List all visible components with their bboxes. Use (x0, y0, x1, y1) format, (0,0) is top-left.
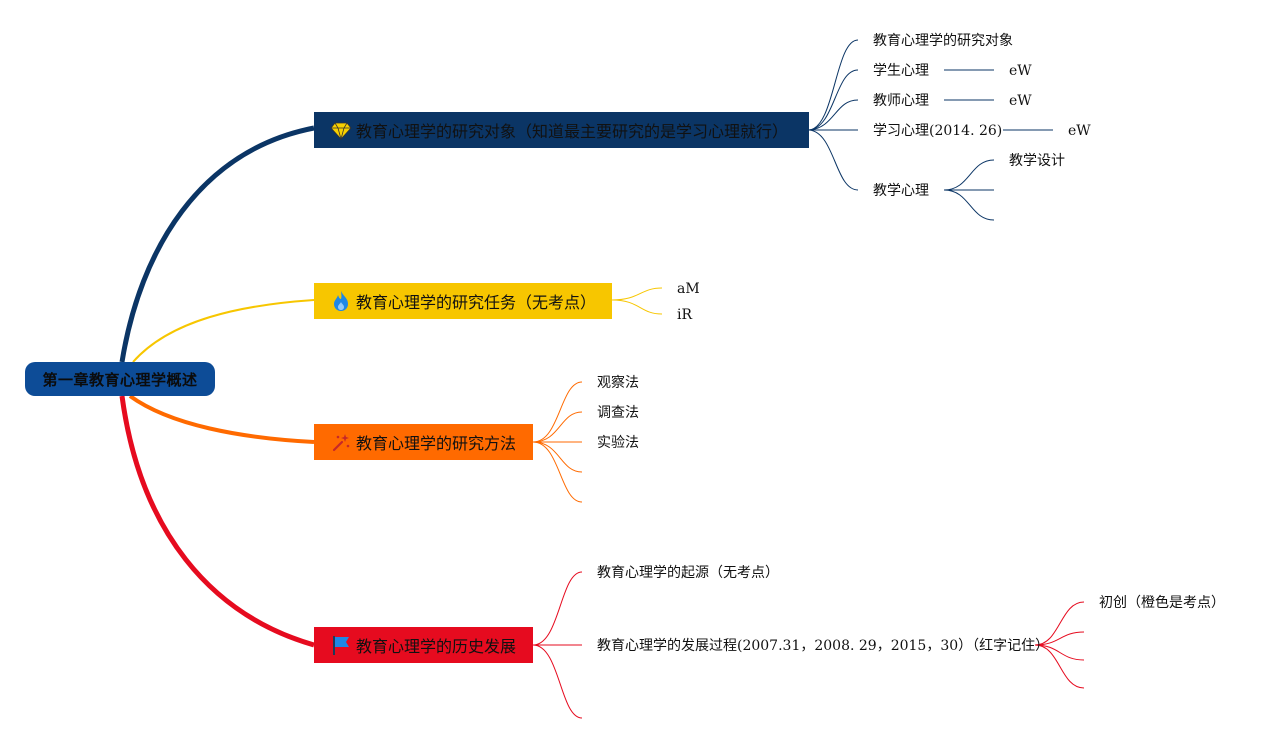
subtopic-label[interactable]: 教师心理 (873, 93, 929, 109)
topic-label: 教育心理学的历史发展 (356, 637, 517, 656)
topic-research-method[interactable]: 教育心理学的研究方法 (314, 424, 533, 460)
root-link-3 (128, 394, 315, 444)
sparkle-icon (330, 431, 352, 453)
subtopic-label[interactable]: 教育心理学的发展过程(2007.31，2008. 29，2015，30）（红字记… (597, 638, 1050, 654)
diamond-icon (330, 119, 352, 141)
topic1-children-links (808, 39, 1053, 221)
subtopic-label[interactable]: 教育心理学的研究对象 (873, 33, 1013, 49)
root-topic-label: 第一章教育心理学概述 (42, 370, 198, 389)
subtopic-label[interactable]: 学生心理 (873, 63, 929, 79)
subtopic-label[interactable]: 初创（橙色是考点） (1099, 595, 1225, 611)
topic-label: 教育心理学的研究任务（无考点） (356, 293, 597, 312)
topic4-children-links (532, 571, 1085, 719)
topic-label: 教育心理学的研究对象（知道最主要研究的是学习心理就行） (356, 122, 789, 141)
subtopic-label[interactable]: 观察法 (597, 375, 639, 391)
topic-research-task[interactable]: 教育心理学的研究任务（无考点） (314, 283, 612, 319)
root-link-4 (119, 395, 315, 648)
subtopic-detail[interactable]: eW (1068, 123, 1091, 139)
subtopic-label[interactable]: aM (677, 281, 700, 297)
root-topic[interactable]: 第一章教育心理学概述 (25, 362, 215, 396)
subtopic-label[interactable]: 实验法 (597, 435, 639, 451)
subtopic-label[interactable]: iR (677, 307, 693, 323)
topic-research-object[interactable]: 教育心理学的研究对象（知道最主要研究的是学习心理就行） (314, 112, 809, 148)
subtopic-detail[interactable]: eW (1009, 93, 1032, 109)
topic-history[interactable]: 教育心理学的历史发展 (314, 627, 533, 663)
subtopic-label[interactable]: 调查法 (597, 405, 639, 421)
root-link-1 (119, 125, 315, 363)
topic3-children-links (532, 381, 583, 503)
fire-icon (330, 290, 352, 312)
topic2-children-links (611, 287, 663, 315)
topic-label: 教育心理学的研究方法 (356, 434, 517, 453)
subtopic-label[interactable]: 教学设计 (1009, 153, 1065, 169)
flag-icon (330, 634, 352, 656)
subtopic-label[interactable]: 教学心理 (873, 183, 929, 199)
root-link-2 (132, 299, 315, 363)
subtopic-detail[interactable]: eW (1009, 63, 1032, 79)
subtopic-label[interactable]: 教育心理学的起源（无考点） (597, 565, 779, 581)
subtopic-label[interactable]: 学习心理(2014. 26) (873, 123, 1003, 139)
